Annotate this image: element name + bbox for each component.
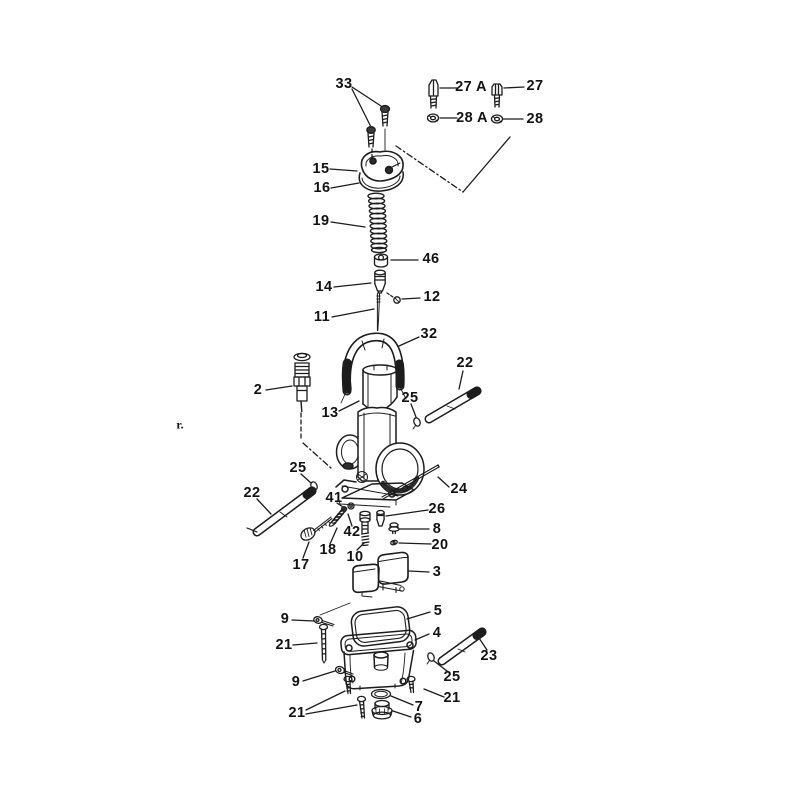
part-label-28: 28 [526,111,544,127]
part-label-9b: 9 [291,674,301,690]
part-21-bolt-left [343,675,353,695]
part-label-21a: 21 [275,637,293,653]
part-label-21c: 21 [288,705,306,721]
part-label-23: 23 [480,648,498,664]
part-5-gasket [350,606,411,647]
part-28-washer [490,114,504,124]
part-8-jet [388,522,400,535]
part-23-hose [437,627,487,666]
part-label-24: 24 [450,481,468,497]
part-label-32: 32 [420,326,438,342]
part-label-25a: 25 [401,390,419,406]
part-label-10: 10 [346,549,364,565]
part-label-6: 6 [413,711,423,727]
part-label-28A: 28 A [456,110,488,126]
part-label-13: 13 [321,405,339,421]
part-label-9a: 9 [280,611,290,627]
part-label-42: 42 [343,524,361,540]
part-14-needle-holder [374,269,386,294]
part-label-14: 14 [315,279,333,295]
part-label-21b: 21 [443,690,461,706]
part-2-starter-plunger [293,352,311,413]
part-21-bolt-right [406,675,416,694]
part-19-spring [367,192,388,254]
edge-text-fragment: r. [176,417,184,432]
part-label-20: 20 [431,537,449,553]
part-12-clip [393,296,401,304]
assembly-lines [300,128,511,616]
part-label-27: 27 [526,78,544,94]
part-28a-washer [426,113,440,123]
part-25-clip-bottom [426,652,435,665]
part-16-plate [358,171,404,192]
part-label-17: 17 [292,557,310,573]
part-18-spring [328,507,348,527]
part-label-12: 12 [423,289,441,305]
part-label-33: 33 [335,76,353,92]
part-17-adjuster-screw [300,516,333,541]
part-label-41: 41 [325,490,343,506]
part-label-22a: 22 [456,355,474,371]
part-22-hose-left [246,486,317,537]
part-label-3: 3 [432,564,442,580]
part-label-25b: 25 [289,460,307,476]
part-label-11: 11 [313,309,331,325]
part-10-needle-jet [359,510,371,547]
part-24-rod [381,464,440,500]
part-21-bolt-bottom [356,695,367,719]
part-22-hose-right [424,386,482,424]
part-26-pilot-jet [376,509,385,527]
part-42-nut [347,502,355,510]
part-label-15: 15 [312,161,330,177]
part-25-clip-right [412,417,421,430]
part-label-2: 2 [253,382,263,398]
part-27a-bolt [428,79,439,109]
part-9-screw-upper [313,616,335,627]
part-15-cap [360,150,404,182]
part-label-19: 19 [312,213,330,229]
part-label-27A: 27 A [455,79,487,95]
part-label-16: 16 [313,180,331,196]
part-46-cap-nut [373,253,389,268]
part-label-18: 18 [319,542,337,558]
part-label-7: 7 [414,699,424,715]
part-label-26: 26 [428,501,446,517]
part-label-8: 8 [432,521,442,537]
part-20-washer [390,539,398,546]
part-21-bolt-upper [318,623,329,664]
part-label-5: 5 [433,603,443,619]
leader-lines [256,86,525,718]
part-33-screws [366,104,391,148]
part-9-screw-lower [334,665,354,677]
part-27-bolt [491,83,503,108]
part-label-22b: 22 [243,485,261,501]
part-7-oring [370,688,392,700]
part-11-jet-needle [376,292,381,331]
part-32-hose [340,332,407,404]
part-label-46: 46 [422,251,440,267]
part-label-4: 4 [432,625,442,641]
part-3-float [352,551,409,598]
part-6-drain-plug [371,699,393,720]
part-label-25c: 25 [443,669,461,685]
